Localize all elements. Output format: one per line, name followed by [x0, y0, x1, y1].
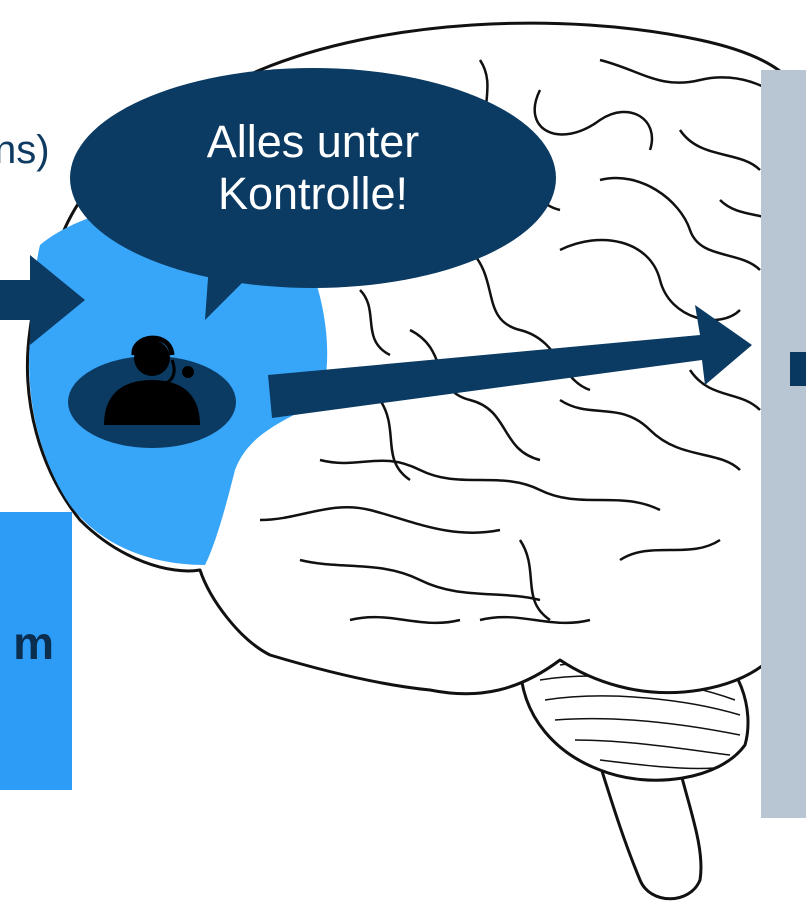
right-panel-cut-mark — [790, 352, 806, 386]
speech-line-1: Alles unter — [140, 116, 486, 168]
speech-line-2: Kontrolle! — [140, 168, 486, 220]
right-info-panel — [761, 70, 806, 818]
cut-off-text: ns) — [0, 128, 50, 173]
left-box-cut-text: m — [0, 616, 54, 670]
speech-bubble-text: Alles unter Kontrolle! — [140, 116, 486, 220]
